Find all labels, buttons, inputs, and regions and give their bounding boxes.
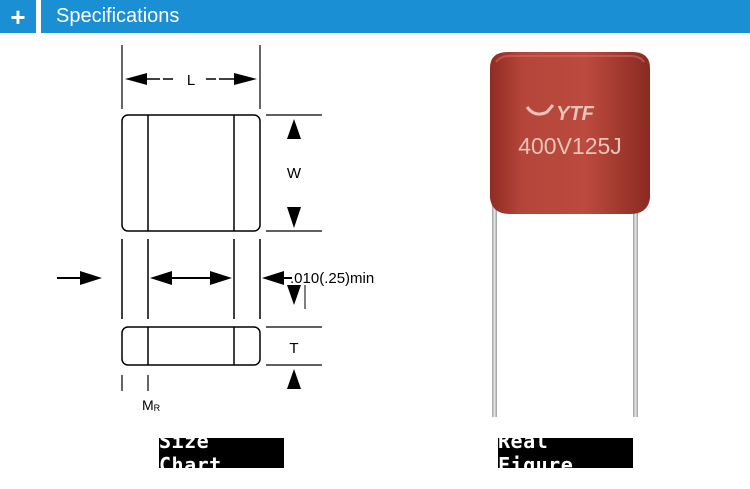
arrow-right-icon xyxy=(210,271,232,285)
label-mr: MR xyxy=(142,397,161,413)
arrow-right-icon xyxy=(80,271,102,285)
marking-text: 400V125J xyxy=(518,133,622,159)
arrow-down-icon xyxy=(287,207,301,228)
real-figure-caption: Real Figure xyxy=(498,429,633,477)
section-header: + Specifications xyxy=(0,0,750,33)
capacitor-image: YTF 400V125J xyxy=(490,52,650,417)
dimension-mr xyxy=(121,375,149,391)
arrow-up-icon xyxy=(287,369,301,389)
arrow-down-icon xyxy=(287,285,301,305)
capacitor-photo: YTF 400V125J xyxy=(480,50,660,425)
side-view xyxy=(121,326,261,366)
arrow-left-icon xyxy=(262,271,284,285)
size-chart-diagram: L W .010(.25)min xyxy=(0,33,420,433)
arrow-up-icon xyxy=(287,119,301,139)
size-chart-caption: Size Chart xyxy=(159,429,284,477)
arrow-left-icon xyxy=(125,73,147,85)
label-w: W xyxy=(287,165,302,182)
label-t: T xyxy=(289,340,298,357)
dimension-drawing: L W .010(.25)min xyxy=(57,45,374,413)
capacitor-body xyxy=(490,52,650,214)
dimension-l xyxy=(121,45,261,109)
right-lead xyxy=(633,205,638,417)
left-lead xyxy=(492,205,497,417)
label-l: L xyxy=(187,72,195,89)
side-view-body xyxy=(121,326,261,366)
label-gap: .010(.25)min xyxy=(290,270,374,287)
arrow-right-icon xyxy=(234,73,257,85)
dimension-t xyxy=(266,285,322,389)
lead-view xyxy=(57,239,292,319)
plus-icon[interactable]: + xyxy=(0,0,36,33)
arrow-left-icon xyxy=(150,271,172,285)
dimension-w xyxy=(266,114,322,232)
top-view-body xyxy=(121,114,261,232)
brand-text: YTF xyxy=(556,103,595,125)
brand-logo-icon xyxy=(525,104,555,116)
section-title: Specifications xyxy=(41,0,750,33)
top-view xyxy=(121,114,261,232)
